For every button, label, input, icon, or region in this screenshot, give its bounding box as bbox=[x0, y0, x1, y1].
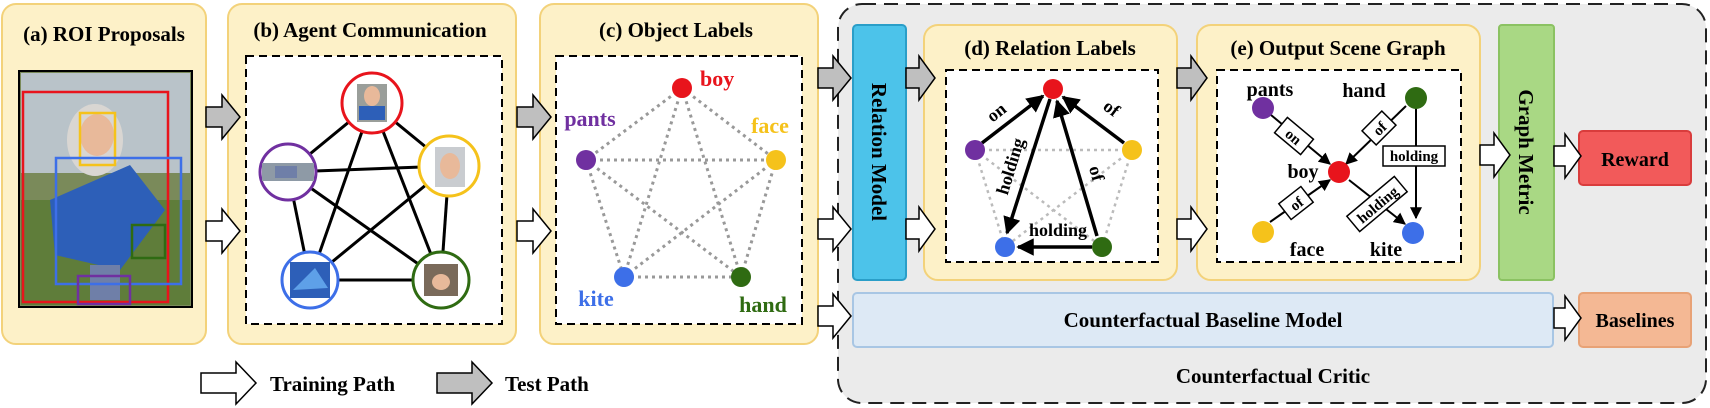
relation-edges bbox=[980, 94, 1126, 256]
arrow-train-metric-reward bbox=[1553, 131, 1582, 181]
arrow-train-baseline-baselines bbox=[1553, 293, 1582, 343]
arrow-train-c-baseline bbox=[817, 291, 852, 341]
arrow-train-b-c bbox=[516, 206, 552, 256]
object-edges bbox=[584, 86, 778, 279]
relation-faint-edges bbox=[973, 148, 1134, 248]
roi-box-boy bbox=[21, 90, 170, 304]
agent-node-hand bbox=[411, 250, 471, 310]
agent-node-face bbox=[417, 134, 481, 198]
arrow-train-a-b bbox=[205, 206, 241, 256]
arrow-test-d-e bbox=[1176, 53, 1208, 103]
arrow-train-c-rm bbox=[817, 204, 852, 254]
arrow-train-rm-d bbox=[905, 204, 936, 254]
graph-metric-label: Graph Metric bbox=[1514, 89, 1538, 214]
object-label-face: face bbox=[751, 113, 789, 138]
roi-box-hand bbox=[130, 223, 167, 260]
relation-label-holding-bottom: holding bbox=[1029, 220, 1087, 240]
scene-label-kite: kite bbox=[1370, 239, 1402, 261]
arrow-test-a-b bbox=[205, 92, 241, 142]
object-node-pants bbox=[576, 150, 596, 170]
relation-node-pants bbox=[965, 140, 985, 160]
legend-training-label: Training Path bbox=[270, 372, 395, 396]
object-label-kite: kite bbox=[578, 286, 614, 311]
baseline-model-block bbox=[852, 292, 1554, 348]
counterfactual-critic-label: Counterfactual Critic bbox=[1176, 364, 1370, 388]
scene-edge-tag-of-face: of bbox=[1277, 185, 1315, 221]
scene-node-kite bbox=[1402, 222, 1424, 244]
scene-node-pants bbox=[1252, 97, 1274, 119]
scene-label-hand: hand bbox=[1342, 80, 1385, 102]
roi-box-face bbox=[78, 111, 117, 167]
relation-node-hand bbox=[1092, 237, 1112, 257]
agent-node-kite bbox=[280, 250, 340, 310]
scene-edge-label-holding-top: holding bbox=[1390, 149, 1439, 165]
training-path-arrows bbox=[205, 130, 1582, 343]
scene-edge-tag-holding-top: holding bbox=[1382, 145, 1446, 167]
baselines-label: Baselines bbox=[1596, 310, 1675, 332]
object-node-boy bbox=[672, 78, 692, 98]
scene-node-face bbox=[1252, 221, 1274, 243]
legend-training-arrow bbox=[200, 360, 258, 406]
objects-graph-frame bbox=[555, 55, 803, 325]
object-node-face bbox=[766, 150, 786, 170]
relation-node-kite bbox=[995, 237, 1015, 257]
relation-node-face bbox=[1122, 140, 1142, 160]
panel-relations-title: (d) Relation Labels bbox=[964, 36, 1136, 60]
roi-box-pants bbox=[76, 274, 132, 306]
scene-edge-tag-on: on bbox=[1273, 116, 1315, 156]
scene-node-boy bbox=[1328, 161, 1350, 183]
panel-scene-graph-title: (e) Output Scene Graph bbox=[1230, 36, 1446, 60]
arrow-test-rm-d bbox=[905, 53, 936, 103]
panel-objects-title: (c) Object Labels bbox=[599, 18, 753, 42]
reward-label: Reward bbox=[1601, 149, 1669, 171]
baseline-model-label: Counterfactual Baseline Model bbox=[1064, 308, 1343, 332]
panel-agent-title: (b) Agent Communication bbox=[253, 18, 487, 42]
object-label-pants: pants bbox=[564, 106, 616, 131]
scene-label-pants: pants bbox=[1247, 79, 1294, 101]
scene-label-boy: boy bbox=[1287, 161, 1318, 183]
relation-model-label: Relation Model bbox=[867, 83, 891, 221]
object-label-boy: boy bbox=[700, 66, 734, 91]
scene-edge-tag-of-hand: of bbox=[1360, 109, 1398, 147]
scene-label-face: face bbox=[1290, 239, 1325, 261]
arrow-train-d-e bbox=[1176, 204, 1208, 254]
legend-test-arrow bbox=[436, 360, 494, 406]
arrow-test-c-rm bbox=[817, 53, 852, 103]
relation-node-boy bbox=[1043, 79, 1063, 99]
arrow-test-b-c bbox=[516, 92, 552, 142]
roi-photo bbox=[18, 70, 193, 308]
panel-roi-title: (a) ROI Proposals bbox=[23, 22, 185, 46]
object-label-hand: hand bbox=[739, 292, 787, 317]
arrow-train-e-metric bbox=[1479, 130, 1511, 180]
object-node-hand bbox=[731, 267, 751, 287]
roi-box-kite bbox=[54, 156, 183, 286]
test-path-arrows bbox=[205, 53, 1208, 142]
relation-label-of-right: of bbox=[1085, 163, 1109, 184]
agent-node-pants bbox=[258, 142, 318, 202]
object-node-kite bbox=[614, 267, 634, 287]
agent-node-boy bbox=[340, 71, 404, 135]
scene-node-hand bbox=[1405, 87, 1427, 109]
relation-model-block bbox=[852, 24, 907, 281]
legend-test-label: Test Path bbox=[505, 372, 589, 396]
relations-graph-frame bbox=[945, 69, 1159, 263]
